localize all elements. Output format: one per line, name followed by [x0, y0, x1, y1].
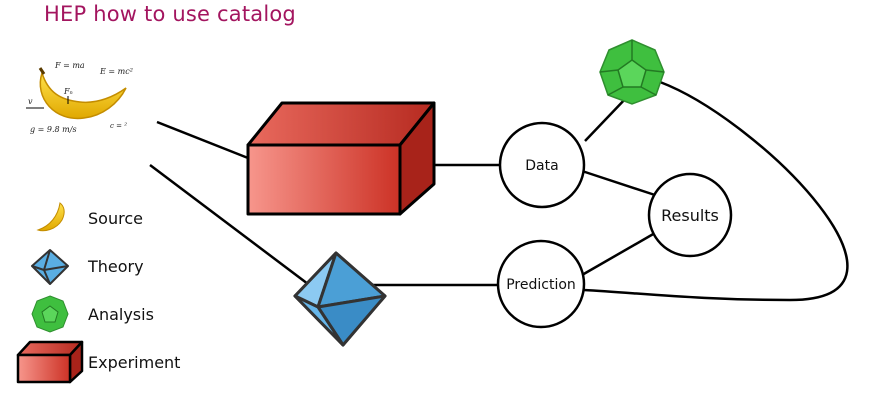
node-results: Results: [647, 172, 733, 258]
legend-banana-icon: [36, 202, 65, 232]
legend-source-label: Source: [88, 209, 143, 228]
equation-einstein: E = mc²: [99, 67, 133, 76]
source-banana-illustration: F = ma E = mc² Fₙ v g = 9.8 m/s c = ²: [26, 61, 133, 134]
edge-prediction-results: [581, 231, 656, 277]
legend-theory-label: Theory: [87, 257, 144, 276]
edge-source-experiment: [156, 120, 249, 160]
theory-octahedron-icon: [293, 251, 387, 347]
experiment-box-icon: [246, 101, 436, 216]
edge-source-theory: [149, 164, 313, 288]
equation-normal-force: Fₙ: [63, 87, 73, 96]
legend-experiment: Experiment: [16, 340, 180, 384]
equation-gravity: g = 9.8 m/s: [30, 125, 77, 134]
node-prediction-label: Prediction: [506, 277, 576, 293]
banana-icon: [39, 70, 127, 120]
page-title: HEP how to use catalog: [44, 2, 296, 26]
edge-data-analysis: [584, 95, 629, 142]
node-data: Data: [498, 121, 586, 209]
analysis-dodecahedron-icon: [599, 39, 665, 105]
legend: Source Theory Analysis Experiment: [16, 202, 180, 384]
legend-analysis: Analysis: [31, 295, 154, 333]
equation-velocity: v: [28, 97, 33, 106]
node-prediction: Prediction: [496, 239, 586, 329]
legend-analysis-label: Analysis: [88, 305, 154, 324]
legend-box-icon: [16, 340, 84, 384]
legend-source: Source: [36, 202, 143, 232]
legend-theory: Theory: [31, 249, 144, 285]
node-data-label: Data: [525, 158, 558, 174]
edge-analysis-prediction: [583, 80, 849, 302]
legend-experiment-label: Experiment: [88, 353, 180, 372]
equation-newton: F = ma: [54, 61, 85, 70]
equation-light: c = ²: [110, 122, 127, 130]
node-results-label: Results: [661, 206, 719, 225]
edge-data-results: [581, 169, 656, 197]
